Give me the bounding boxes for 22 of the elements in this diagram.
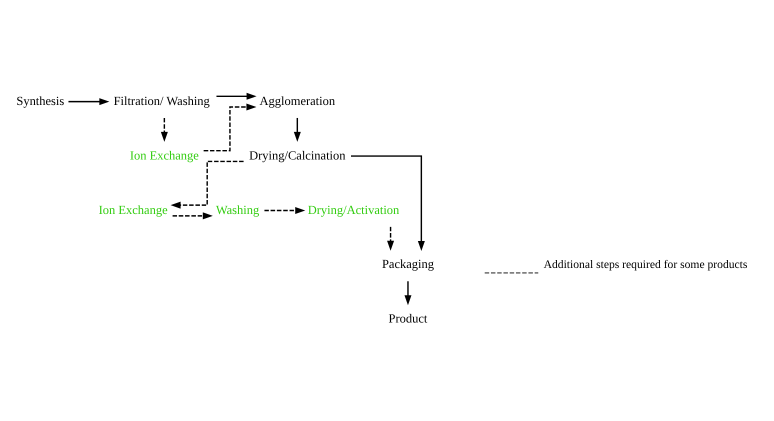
- arrow: [170, 160, 244, 209]
- arrow: [264, 207, 306, 214]
- node-text: Agglomeration: [260, 94, 336, 108]
- node-text: Drying/Calcination: [249, 148, 346, 162]
- node-text: Filtration/ Washing: [114, 94, 210, 108]
- arrow: [68, 98, 110, 106]
- node-text: Ion Exchange: [98, 202, 168, 217]
- arrow: [351, 155, 425, 252]
- legend-label: Additional steps required for some products: [544, 258, 748, 271]
- arrow: [404, 281, 412, 306]
- arrow: [216, 92, 257, 100]
- arrow: [172, 212, 213, 220]
- node-text: Product: [388, 312, 428, 326]
- arrow: [294, 118, 301, 142]
- node-text: Ion Exchange: [130, 148, 199, 162]
- arrow: [160, 118, 168, 142]
- node-text: Drying/Activation: [308, 202, 400, 217]
- node-text: Washing: [216, 202, 260, 217]
- node-text: Synthesis: [16, 94, 64, 108]
- arrow: [387, 226, 394, 251]
- node-text: Packaging: [382, 257, 434, 272]
- arrow: [204, 103, 256, 152]
